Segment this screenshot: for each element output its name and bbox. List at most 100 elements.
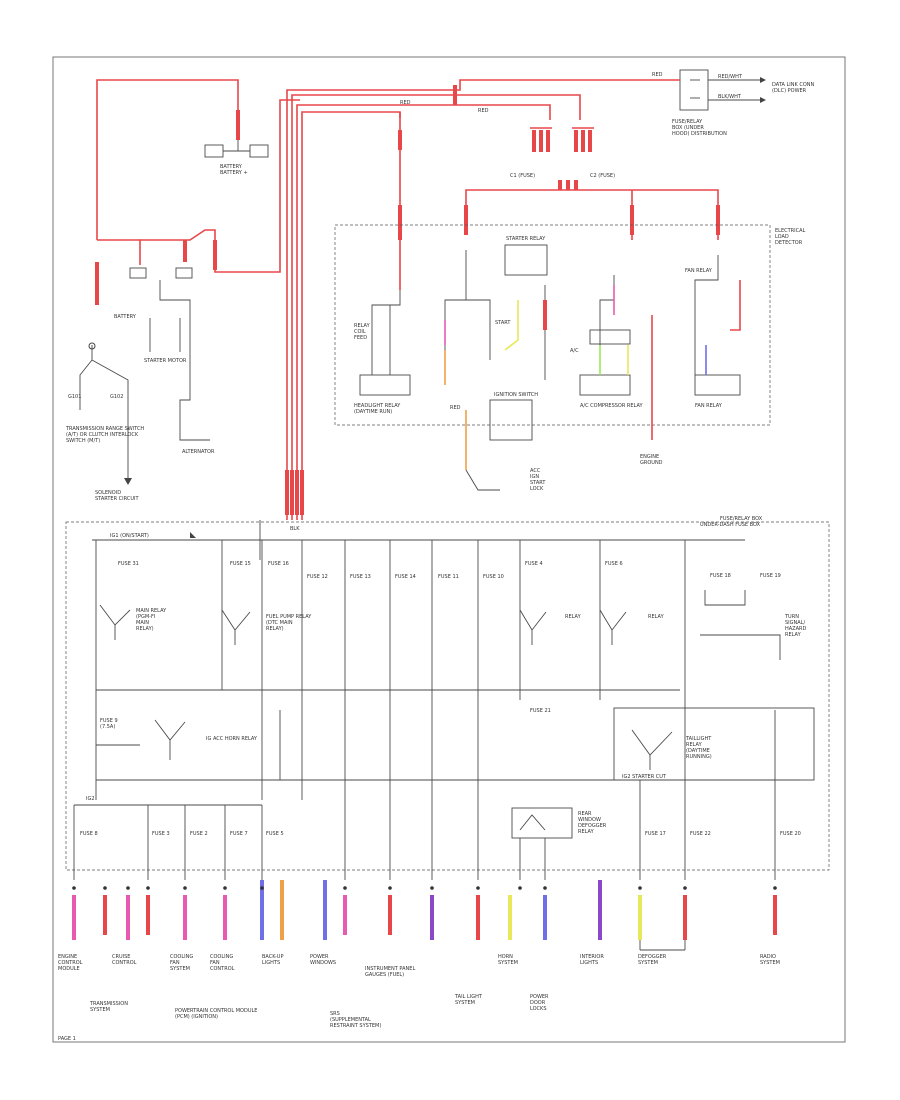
fan-relay-label: FAN RELAY (695, 403, 723, 409)
svg-text:G101: G101 (68, 394, 81, 400)
svg-text:BATTERY +: BATTERY + (220, 170, 248, 176)
svg-text:FAN RELAY: FAN RELAY (685, 268, 713, 274)
svg-text:WINDOW: WINDOW (578, 817, 601, 823)
svg-text:LOCK: LOCK (530, 486, 544, 492)
fuse-column-drops (95, 540, 686, 880)
svg-text:SYSTEM: SYSTEM (638, 960, 658, 966)
svg-text:FUSE 19: FUSE 19 (760, 573, 781, 579)
svg-text:BACK-UP: BACK-UP (262, 954, 284, 960)
main-fuse-block: FUSE/RELAY BOX UNDER-DASH FUSE BOX IG1 (… (65, 516, 830, 880)
svg-text:FUSE 7: FUSE 7 (230, 831, 248, 837)
svg-text:SWITCH (M/T): SWITCH (M/T) (66, 438, 100, 444)
main-relay-switches: MAIN RELAY (PGM-FI MAIN RELAY) FUEL PUMP… (99, 590, 807, 660)
upper-relay-panel: RELAY COIL FEED HEADLIGHT RELAY (DAYTIME… (334, 224, 806, 492)
svg-text:FUSE 3: FUSE 3 (152, 831, 170, 837)
ignition-switch-label: IGNITION SWITCH (494, 392, 538, 398)
svg-text:FUSE 2: FUSE 2 (190, 831, 208, 837)
svg-text:RELAY: RELAY (785, 632, 802, 638)
svg-text:TAILLIGHT: TAILLIGHT (685, 736, 712, 742)
ac-relay-label: A/C COMPRESSOR RELAY (580, 403, 643, 409)
svg-text:DEFOGGER: DEFOGGER (578, 823, 607, 829)
starter-relay-label: STARTER RELAY (506, 236, 546, 242)
svg-text:FUSE 21: FUSE 21 (530, 708, 551, 714)
bottom-labels: ENGINE CONTROL MODULE TRANSMISSION SYSTE… (58, 954, 780, 1029)
svg-text:BLK/WHT: BLK/WHT (718, 94, 742, 100)
svg-text:RELAY: RELAY (686, 742, 703, 748)
svg-text:FUSE 17: FUSE 17 (645, 831, 666, 837)
svg-text:DEFOGGER: DEFOGGER (638, 954, 667, 960)
svg-text:FAN: FAN (170, 960, 180, 966)
svg-text:RED: RED (478, 108, 489, 114)
alternator-label: ALTERNATOR (182, 449, 215, 455)
svg-text:A/C: A/C (570, 348, 579, 354)
svg-text:RED: RED (450, 405, 461, 411)
svg-text:MODULE: MODULE (58, 966, 80, 972)
svg-text:RELAY: RELAY (648, 614, 665, 620)
svg-text:RELAY): RELAY) (266, 626, 284, 632)
svg-text:SYSTEM: SYSTEM (170, 966, 190, 972)
svg-text:(DLC) POWER: (DLC) POWER (772, 88, 807, 94)
svg-text:START: START (495, 320, 511, 326)
svg-text:RELAY: RELAY (354, 323, 371, 329)
svg-text:WINDOWS: WINDOWS (310, 960, 336, 966)
svg-text:RED: RED (652, 72, 663, 78)
svg-text:POWERTRAIN CONTROL MODULE: POWERTRAIN CONTROL MODULE (175, 1008, 257, 1014)
svg-text:HOOD) DISTRIBUTION: HOOD) DISTRIBUTION (672, 131, 727, 137)
svg-text:INSTRUMENT PANEL: INSTRUMENT PANEL (365, 966, 415, 972)
svg-text:DATA LINK CONN: DATA LINK CONN (772, 82, 815, 88)
svg-text:UNDER-DASH FUSE BOX: UNDER-DASH FUSE BOX (700, 522, 761, 528)
svg-text:IG2 STARTER CUT: IG2 STARTER CUT (622, 774, 667, 780)
svg-text:RESTRAINT SYSTEM): RESTRAINT SYSTEM) (330, 1023, 381, 1029)
top-right-relay: RED RED/WHT BLK/WHT DATA LINK CONN (DLC)… (640, 69, 815, 137)
svg-text:FAN: FAN (210, 960, 220, 966)
svg-text:TRANSMISSION: TRANSMISSION (89, 1001, 128, 1007)
svg-text:HORN: HORN (498, 954, 513, 960)
svg-text:INTERIOR: INTERIOR (580, 954, 604, 960)
svg-text:FUSE 6: FUSE 6 (605, 561, 623, 567)
battery-section: BATTERY BATTERY + BATTERY STARTER MOTOR … (65, 79, 300, 502)
svg-text:POWER: POWER (530, 994, 549, 1000)
fuse-block-label: FUSE/RELAY BOX (720, 516, 763, 522)
main-relay-label: MAIN RELAY (136, 608, 167, 614)
svg-text:COIL: COIL (354, 329, 366, 335)
svg-text:GROUND: GROUND (640, 460, 663, 466)
svg-text:POWER: POWER (310, 954, 329, 960)
diagram-frame (52, 56, 846, 1043)
svg-text:IG ACC HORN RELAY: IG ACC HORN RELAY (206, 736, 258, 742)
svg-text:FUSE 9: FUSE 9 (100, 718, 118, 724)
connector-pins (72, 886, 777, 890)
svg-text:FUSE 31: FUSE 31 (118, 561, 139, 567)
svg-text:FUSE 16: FUSE 16 (268, 561, 289, 567)
svg-text:LOCKS: LOCKS (530, 1006, 547, 1012)
svg-text:SYSTEM: SYSTEM (455, 1000, 475, 1006)
svg-text:ENGINE: ENGINE (58, 954, 77, 960)
svg-text:SRS: SRS (330, 1011, 340, 1017)
svg-text:(DTC MAIN: (DTC MAIN (266, 620, 293, 626)
svg-text:CONTROL: CONTROL (58, 960, 83, 966)
svg-text:CONTROL: CONTROL (210, 966, 235, 972)
svg-text:RUNNING): RUNNING) (686, 754, 712, 760)
svg-text:COOLING: COOLING (210, 954, 233, 960)
svg-text:DOOR: DOOR (530, 1000, 546, 1006)
svg-text:(SUPPLEMENTAL: (SUPPLEMENTAL (330, 1017, 371, 1023)
svg-text:(PGM-FI: (PGM-FI (136, 614, 155, 620)
svg-text:GAUGES (FUEL): GAUGES (FUEL) (365, 972, 404, 978)
svg-text:CONTROL: CONTROL (112, 960, 137, 966)
svg-text:STARTER CIRCUIT: STARTER CIRCUIT (95, 496, 139, 502)
svg-text:FUSE 15: FUSE 15 (230, 561, 251, 567)
svg-text:DETECTOR: DETECTOR (775, 240, 803, 246)
svg-text:(DAYTIME RUN): (DAYTIME RUN) (354, 409, 392, 415)
svg-text:ENGINE: ENGINE (640, 454, 659, 460)
svg-text:LIGHTS: LIGHTS (262, 960, 280, 966)
svg-text:ELECTRICAL: ELECTRICAL (775, 228, 806, 234)
transmission-range-label: TRANSMISSION RANGE SWITCH (65, 426, 144, 432)
svg-text:ACC: ACC (530, 468, 541, 474)
svg-text:TAIL LIGHT: TAIL LIGHT (454, 994, 483, 1000)
svg-text:FUSE 20: FUSE 20 (780, 831, 801, 837)
headlight-relay-label: HEADLIGHT RELAY (354, 403, 401, 409)
svg-text:LIGHTS: LIGHTS (580, 960, 598, 966)
fuse-tags: FUSE 31 FUSE 15 FUSE 16 FUSE 12 FUSE 13 … (118, 561, 781, 580)
svg-text:FUSE 18: FUSE 18 (710, 573, 731, 579)
output-wires (72, 880, 777, 951)
